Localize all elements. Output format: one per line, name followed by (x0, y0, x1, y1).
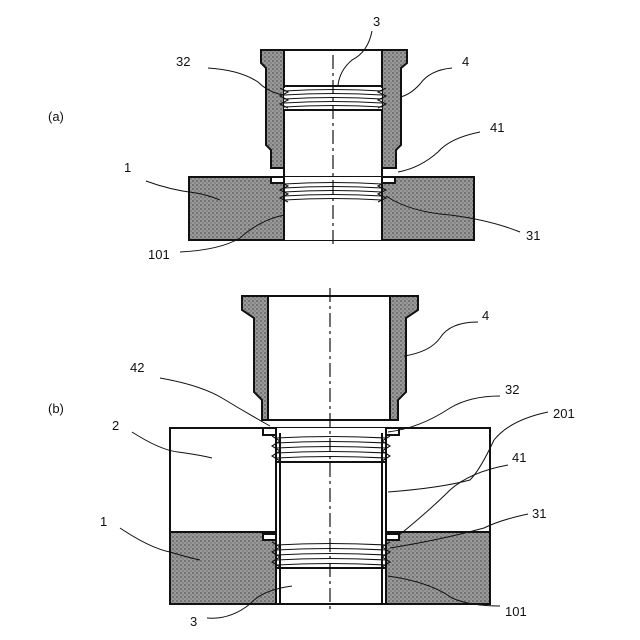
label-42-b: 42 (130, 360, 144, 375)
label-3-b: 3 (190, 614, 197, 629)
label-32-a: 32 (176, 54, 190, 69)
label-4-b: 4 (482, 308, 489, 323)
panel-a: (a) 3 32 4 41 1 31 101 (48, 14, 540, 262)
label-1-a: 1 (124, 160, 131, 175)
panel-tag-b: (b) (48, 401, 64, 416)
label-41-a: 41 (490, 120, 504, 135)
label-201-b: 201 (553, 406, 575, 421)
label-31-b: 31 (532, 506, 546, 521)
sleeve-4-b-left-wall (242, 296, 268, 420)
sleeve-4-left-wall (261, 50, 284, 168)
label-2-b: 2 (112, 418, 119, 433)
label-4-a: 4 (462, 54, 469, 69)
step-42 (263, 428, 276, 435)
label-32-b: 32 (505, 382, 519, 397)
panel-tag-a: (a) (48, 109, 64, 124)
sleeve-4-right-wall (382, 50, 407, 168)
label-31-a: 31 (526, 228, 540, 243)
label-41-b: 41 (512, 450, 526, 465)
step-41-a (271, 177, 284, 183)
label-1-b: 1 (100, 514, 107, 529)
label-101-b: 101 (505, 604, 527, 619)
sleeve-4-b-right-wall (390, 296, 418, 420)
label-101-a: 101 (148, 247, 170, 262)
label-3-a: 3 (373, 14, 380, 29)
panel-b: (b) 4 42 32 2 201 41 1 31 3 101 (48, 288, 575, 629)
